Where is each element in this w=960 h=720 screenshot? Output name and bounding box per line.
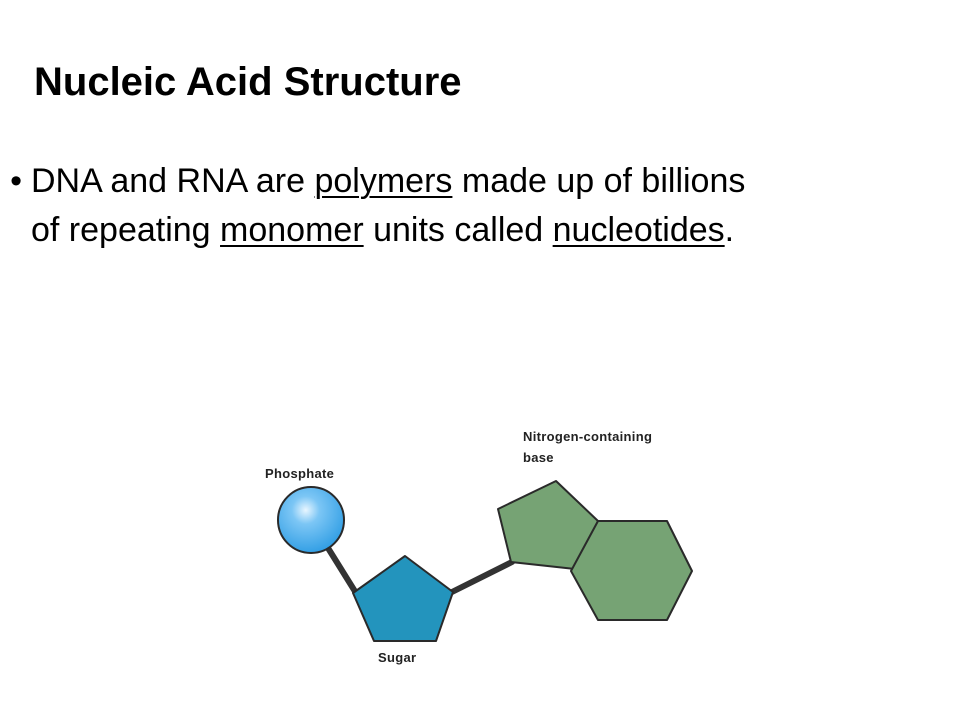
phosphate-sugar-bond (325, 545, 359, 596)
base-label-line-1: Nitrogen-containing (523, 429, 652, 444)
phosphate-label: Phosphate (265, 466, 334, 481)
base-hexagon-outline (570, 520, 693, 621)
base-label-line-2: base (523, 450, 554, 465)
sugar-pentagon (353, 556, 453, 641)
bullet-line-2: of repeating monomer units called nucleo… (31, 206, 960, 255)
text-segment: . (724, 211, 735, 249)
sugar-base-bond (449, 559, 515, 595)
text-segment: of repeating (31, 211, 221, 249)
base-pentagon (498, 481, 598, 569)
base-pentagon-outline (497, 480, 599, 570)
term-polymers: polymers (314, 162, 453, 200)
sugar-outline (352, 555, 454, 642)
phosphate-circle (277, 486, 345, 554)
text-segment: DNA and RNA are (31, 162, 315, 200)
slide-title: Nucleic Acid Structure (34, 60, 462, 104)
term-nucleotides: nucleotides (552, 211, 725, 249)
sugar-label: Sugar (378, 650, 416, 665)
bullet-marker: • (10, 162, 22, 200)
term-monomer: monomer (220, 211, 364, 249)
text-segment: units called (363, 211, 553, 249)
bullet-line-1: DNA and RNA are polymers made up of bill… (31, 157, 960, 206)
bullet-text: DNA and RNA are polymers made up of bill… (31, 157, 960, 255)
text-segment: made up of billions (452, 162, 746, 200)
base-hexagon (571, 521, 692, 620)
